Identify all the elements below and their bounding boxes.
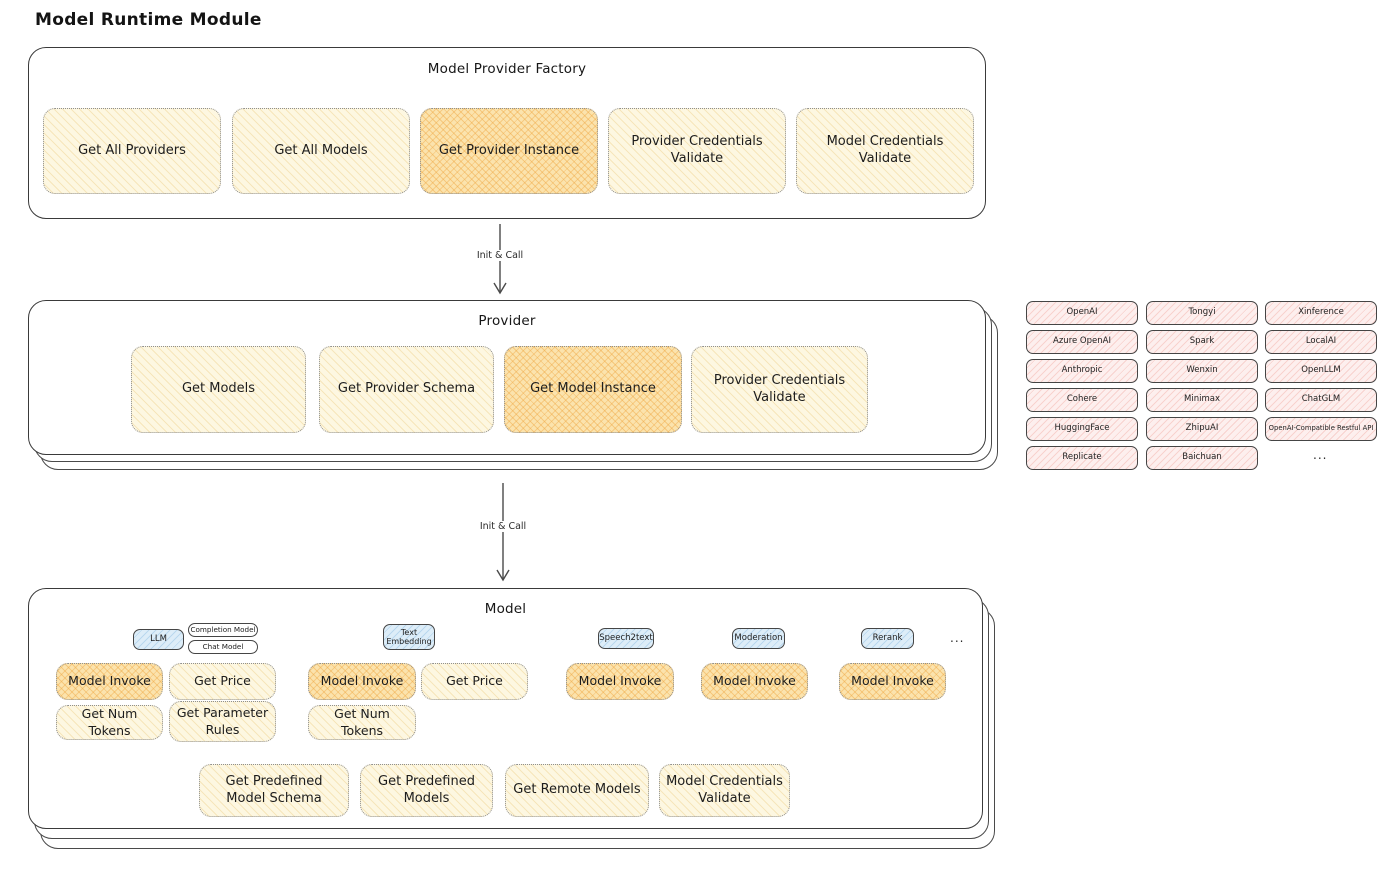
arrow-down-icon <box>496 483 510 582</box>
model-type-tab-text-embedding: Text Embedding <box>383 624 435 650</box>
provider-chip-openai-compatible-restful-api: OpenAI-Compatible Restful API <box>1265 417 1377 441</box>
factory-button-get-provider-instance: Get Provider Instance <box>420 108 598 194</box>
provider-chip-replicate: Replicate <box>1026 446 1138 470</box>
model-type-tab-speech2text: Speech2text <box>598 628 654 649</box>
model-type-tab-moderation: Moderation <box>732 628 785 649</box>
model-types-more-ellipsis: ... <box>950 631 965 645</box>
provider-panel: Provider Get Models Get Provider Schema … <box>28 300 986 455</box>
model-button-llm-get-num-tokens: Get Num Tokens <box>56 705 163 740</box>
factory-panel-title: Model Provider Factory <box>427 61 587 77</box>
provider-chip-baichuan: Baichuan <box>1146 446 1258 470</box>
provider-chip-openllm: OpenLLM <box>1265 359 1377 383</box>
page-title: Model Runtime Module <box>35 10 262 30</box>
model-button-llm-get-price: Get Price <box>169 663 276 700</box>
model-button-rerank-model-invoke: Model Invoke <box>839 663 946 700</box>
provider-button-get-model-instance: Get Model Instance <box>504 346 682 433</box>
provider-chip-cohere: Cohere <box>1026 388 1138 412</box>
provider-chip-tongyi: Tongyi <box>1146 301 1258 325</box>
provider-button-provider-credentials-validate: Provider Credentials Validate <box>691 346 868 433</box>
providers-more-ellipsis: ... <box>1313 448 1328 462</box>
model-button-text-embedding-get-price: Get Price <box>421 663 528 700</box>
factory-button-get-all-providers: Get All Providers <box>43 108 221 194</box>
provider-chip-wenxin: Wenxin <box>1146 359 1258 383</box>
factory-panel: Model Provider Factory Get All Providers… <box>28 47 986 219</box>
factory-button-get-all-models: Get All Models <box>232 108 410 194</box>
provider-button-get-provider-schema: Get Provider Schema <box>319 346 494 433</box>
provider-chip-spark: Spark <box>1146 330 1258 354</box>
model-button-llm-model-invoke: Model Invoke <box>56 663 163 700</box>
provider-chip-zhipuai: ZhipuAI <box>1146 417 1258 441</box>
provider-button-get-models: Get Models <box>131 346 306 433</box>
provider-chip-minimax: Minimax <box>1146 388 1258 412</box>
provider-panel-title: Provider <box>478 313 536 329</box>
init-call-label-2: Init & Call <box>475 521 531 532</box>
provider-chip-anthropic: Anthropic <box>1026 359 1138 383</box>
provider-chip-azure-openai: Azure OpenAI <box>1026 330 1138 354</box>
model-button-model-credentials-validate: Model Credentials Validate <box>659 764 790 817</box>
provider-chip-xinference: Xinference <box>1265 301 1377 325</box>
factory-button-model-credentials-validate: Model Credentials Validate <box>796 108 974 194</box>
model-button-get-remote-models: Get Remote Models <box>505 764 649 817</box>
model-subtab-chat-model: Chat Model <box>188 640 258 654</box>
model-button-text-embedding-get-num-tokens: Get Num Tokens <box>308 705 416 740</box>
provider-chip-localai: LocalAI <box>1265 330 1377 354</box>
model-type-tab-rerank: Rerank <box>861 628 914 649</box>
provider-chip-openai: OpenAI <box>1026 301 1138 325</box>
provider-chip-chatglm: ChatGLM <box>1265 388 1377 412</box>
provider-chip-huggingface: HuggingFace <box>1026 417 1138 441</box>
model-button-llm-get-parameter-rules: Get Parameter Rules <box>169 701 276 742</box>
model-button-get-predefined-models: Get Predefined Models <box>360 764 493 817</box>
init-call-label-1: Init & Call <box>472 250 528 261</box>
model-button-moderation-model-invoke: Model Invoke <box>701 663 808 700</box>
model-button-get-predefined-model-schema: Get Predefined Model Schema <box>199 764 349 817</box>
model-type-tab-llm: LLM <box>133 629 184 650</box>
factory-button-provider-credentials-validate: Provider Credentials Validate <box>608 108 786 194</box>
model-panel-title: Model <box>484 601 527 617</box>
model-button-text-embedding-model-invoke: Model Invoke <box>308 663 416 700</box>
model-panel: Model LLM Completion Model Chat Model Te… <box>28 588 983 829</box>
model-subtab-completion-model: Completion Model <box>188 623 258 637</box>
model-button-speech2text-model-invoke: Model Invoke <box>566 663 674 700</box>
